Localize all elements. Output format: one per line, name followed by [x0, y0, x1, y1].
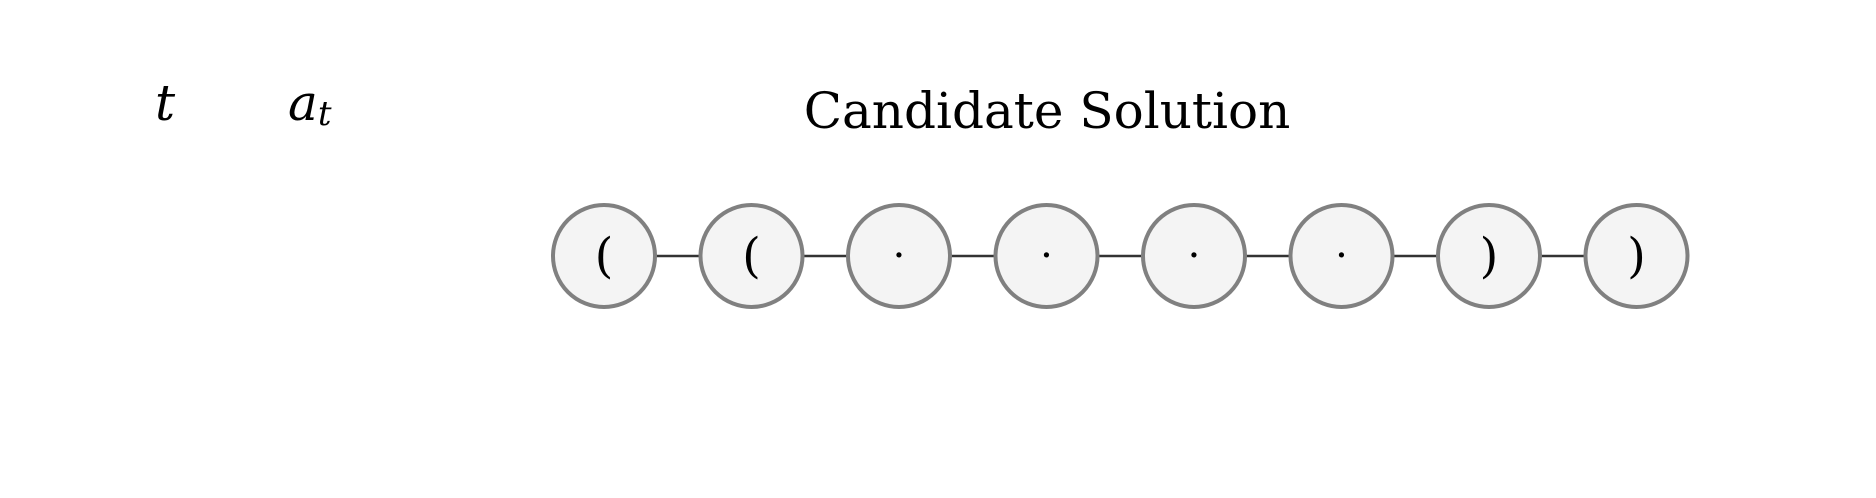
token-node [1583, 203, 1690, 309]
token-node [1436, 203, 1542, 309]
token-node [551, 203, 657, 309]
at-subscript: t [317, 94, 332, 135]
token-label: ) [1480, 228, 1499, 284]
token-node [993, 203, 1100, 309]
token-node [1141, 203, 1247, 309]
token-node [1288, 203, 1395, 309]
column-header-at: at [288, 78, 331, 131]
token-node [698, 203, 805, 309]
column-header-t: t [155, 74, 176, 132]
token-label: · [1335, 233, 1348, 279]
token-label: ) [1627, 228, 1646, 284]
token-label: ( [742, 228, 761, 284]
candidate-solution-title: Candidate Solution [803, 82, 1291, 140]
token-label: · [893, 233, 906, 279]
token-node [846, 203, 952, 309]
token-label: ( [595, 228, 614, 284]
at-base: a [288, 74, 318, 132]
token-label: · [1040, 233, 1053, 279]
token-label: · [1188, 233, 1201, 279]
